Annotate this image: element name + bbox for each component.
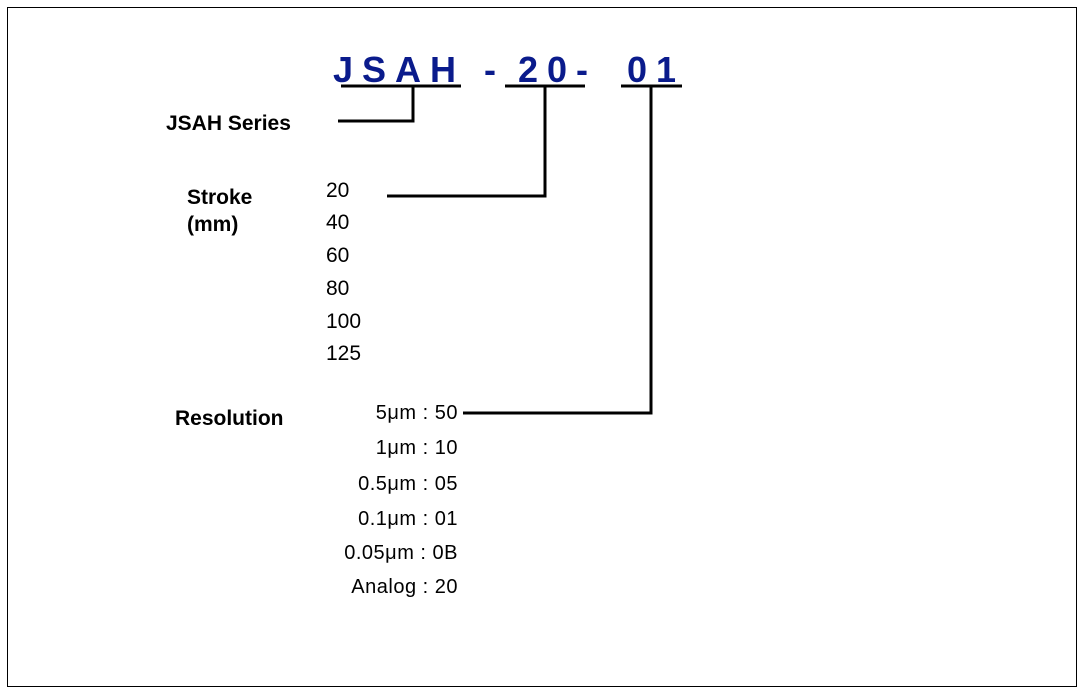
connector-stroke: [387, 86, 547, 198]
stroke-value: 100: [326, 310, 362, 333]
resolution-value: Analog : 20: [351, 576, 458, 598]
resolution-value: 0.1μm : 01: [358, 508, 458, 530]
stroke-value: 60: [326, 244, 350, 267]
code-stroke: 20-: [518, 49, 598, 90]
code-dash: -: [484, 49, 505, 90]
stroke-value: 40: [326, 211, 350, 234]
connector-series: [338, 86, 415, 123]
resolution-value: 1μm : 10: [375, 437, 458, 459]
stroke-value: 80: [326, 277, 350, 300]
label-resolution: Resolution: [175, 407, 284, 430]
label-stroke-unit: (mm): [187, 213, 239, 236]
code-series: JSAH: [333, 49, 466, 90]
stroke-value: 20: [326, 179, 350, 202]
connector-resolution: [463, 86, 653, 415]
resolution-value: 0.05μm : 0B: [344, 542, 458, 564]
code-resolution: 01: [627, 49, 686, 90]
resolution-value: 0.5μm : 05: [358, 473, 458, 495]
label-series: JSAH Series: [166, 112, 291, 135]
stroke-value: 125: [326, 342, 362, 365]
resolution-value: 5μm : 50: [375, 402, 458, 424]
label-stroke: Stroke: [187, 186, 253, 209]
